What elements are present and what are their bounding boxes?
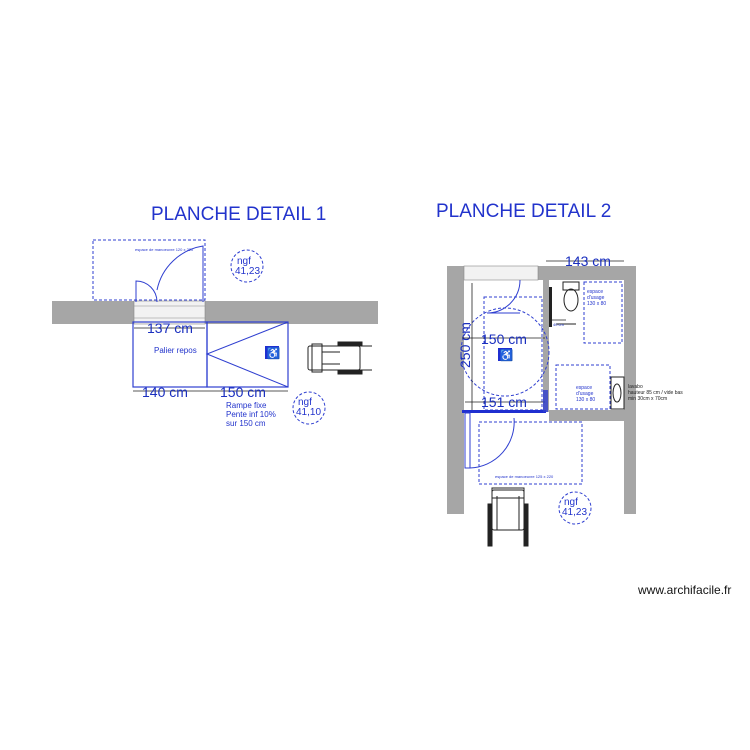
plan2-ngf-circle — [558, 491, 592, 525]
plan-detail-1: PLANCHE DETAIL 1 espace de manoeuvre 120… — [52, 204, 378, 428]
plan2-usage-top — [583, 281, 623, 344]
plan2-sink — [610, 376, 625, 410]
plan1-ngf-bottom-value: 41,10 — [296, 407, 321, 418]
plan2-wall-partition — [543, 280, 549, 412]
plan1-rampe-line1: Rampe fixe — [226, 401, 267, 410]
plan2-grab-bar — [549, 287, 552, 327]
plan1-ngf-bottom-circle — [292, 391, 326, 425]
plan1-ngf-top-label: ngf — [237, 256, 251, 267]
plan1-door-swing-left — [135, 280, 158, 303]
plan2-lavabo-l2: hauteur 85 cm / vide bas — [628, 390, 683, 396]
plan1-wheelchair-drawing — [307, 341, 372, 375]
plan2-door-lower-swing — [469, 417, 515, 469]
plan2-bathroom-post — [543, 390, 548, 412]
plan1-rampe-line3: sur 150 cm — [226, 419, 266, 428]
plan2-wall-top-right — [548, 266, 636, 280]
plan1-ngf-top-circle — [230, 249, 264, 283]
plan2-wall-right — [624, 266, 636, 514]
plan1-manoeuvre-label: espace de manoeuvre 120 x 220 — [135, 247, 194, 252]
plan2-usage-mid-l2: d'usage — [576, 391, 594, 397]
plan2-ngf-label: ngf — [564, 497, 578, 508]
plan1-wall-right — [205, 301, 378, 324]
plan1-ramp-arrow — [205, 321, 289, 388]
plan1-wall-left — [52, 301, 134, 324]
plan2-dim-150: 150 cm — [481, 331, 527, 347]
plan2-bathroom-outline — [462, 410, 546, 413]
plan2-usage-top-l3: 130 x 80 — [587, 301, 606, 307]
plan1-title: PLANCHE DETAIL 1 — [151, 204, 326, 225]
plan2-wheelchair-symbol-icon: ♿ — [498, 348, 514, 362]
plan1-ngf-bottom-label: ngf — [298, 397, 312, 408]
plan2-title: PLANCHE DETAIL 2 — [436, 201, 611, 222]
svg-text:♿: ♿ — [500, 349, 514, 362]
plan2-lavabo-l1: lavabo — [628, 384, 643, 390]
plan2-wheelchair-drawing — [487, 487, 529, 547]
plan1-manoeuvre-zone — [92, 239, 206, 301]
plan2-usage-top-l1: espace — [587, 289, 603, 295]
plan2-wall-top-mid — [538, 266, 548, 280]
plan1-wheelchair-symbol-icon: ♿ — [265, 346, 281, 360]
svg-text:♿: ♿ — [267, 347, 281, 360]
plan2-dim-143: 143 cm — [565, 253, 611, 269]
plan2-ngf-value: 41,23 — [562, 507, 587, 518]
plan2-door-top-swing — [486, 279, 521, 314]
plan2-usage-top-l2: d'usage — [587, 295, 605, 301]
plan2-dim-40: 40 cm — [553, 322, 565, 327]
plan2-wall-left — [447, 266, 464, 514]
plan2-toilet — [556, 281, 580, 325]
plan1-dim-137: 137 cm — [147, 320, 193, 336]
plan2-usage-mid — [555, 364, 611, 410]
archifacile-watermark[interactable]: www.archifacile.fr — [638, 583, 732, 597]
plan-detail-2: PLANCHE DETAIL 2 143 cm 250 cm 150 cm ♿ … — [436, 201, 683, 547]
plan2-door-lower-leaf — [464, 412, 471, 469]
plan1-rampe-line2: Pente inf 10% — [226, 410, 276, 419]
plan2-manoeuvre-label: espace de manoeuvre 125 x 220 — [495, 474, 554, 479]
plan2-dim-250: 250 cm — [457, 322, 473, 368]
plan2-turning-circle — [460, 307, 550, 397]
plan1-dim-140: 140 cm — [142, 384, 188, 400]
plan2-wall-mid-right — [549, 410, 624, 421]
plan1-ngf-top-value: 41,23 — [235, 266, 260, 277]
plan1-palier-label: Palier repos — [154, 346, 197, 355]
plan2-dim-151: 151 cm — [481, 394, 527, 410]
plan2-usage-mid-l3: 130 x 80 — [576, 397, 595, 403]
plan2-usage-mid-l1: espace — [576, 385, 592, 391]
plan1-dim-150: 150 cm — [220, 384, 266, 400]
plan2-manoeuvre-lower — [478, 421, 583, 485]
plan2-door-top-opening — [463, 265, 539, 281]
plan1-door-swing-right — [156, 245, 204, 302]
plan2-lavabo-l3: min 30cm x 70cm — [628, 396, 667, 402]
